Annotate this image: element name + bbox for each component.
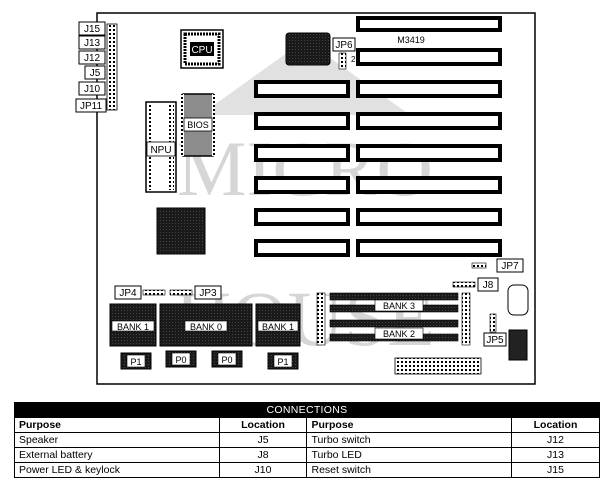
- bank1-right-label: BANK 1: [262, 322, 294, 332]
- location-cell: J13: [511, 447, 600, 463]
- table-row: External battery J8 Turbo LED J13: [14, 447, 600, 463]
- j8-label: J8: [483, 280, 494, 291]
- purpose-cell: Turbo switch: [306, 432, 512, 448]
- bios-chip: BIOS: [181, 93, 215, 157]
- purpose-cell: Reset switch: [306, 462, 512, 478]
- location-cell: J8: [218, 447, 308, 463]
- bank2-label: BANK 2: [383, 329, 415, 339]
- p1-left-label: P1: [130, 357, 141, 367]
- front-panel-header: [106, 23, 118, 111]
- jp6-label: JP6: [335, 40, 353, 51]
- npu-socket: NPU: [145, 101, 177, 193]
- j5-label: J5: [90, 68, 101, 79]
- jp7-label: JP7: [501, 261, 519, 272]
- connections-header-row: Purpose Location Purpose Location: [14, 417, 600, 433]
- table-row: Speaker J5 Turbo switch J12: [14, 432, 600, 448]
- p0-b-label: P0: [221, 355, 232, 365]
- location-cell: J15: [511, 462, 600, 478]
- bank0-label: BANK 0: [190, 322, 222, 332]
- location-header-left: Location: [218, 417, 308, 433]
- memory-banks-left: BANK 1 BANK 0 BANK 1: [109, 303, 301, 347]
- purpose-cell: Turbo LED: [306, 447, 512, 463]
- j15-label: J15: [84, 24, 101, 35]
- expansion-slots: [254, 16, 502, 257]
- purpose-cell: External battery: [14, 447, 220, 463]
- location-cell: J5: [218, 432, 308, 448]
- j10-label: J10: [84, 84, 101, 95]
- parity-chips: P1 P0 P0 P1: [120, 350, 299, 370]
- cpu-chip: CPU: [180, 29, 224, 69]
- purpose-header-right: Purpose: [306, 417, 512, 433]
- table-row: Power LED & keylock J10 Reset switch J15: [14, 462, 600, 478]
- jp7: JP7: [471, 258, 524, 273]
- connections-title: CONNECTIONS: [14, 402, 600, 418]
- location-header-right: Location: [511, 417, 600, 433]
- keyboard-connector: [508, 329, 528, 361]
- jp5-label: JP5: [486, 335, 504, 346]
- bios-label: BIOS: [187, 120, 209, 130]
- purpose-cell: Speaker: [14, 432, 220, 448]
- j8: J8: [452, 277, 499, 292]
- j13-label: J13: [84, 38, 101, 49]
- purpose-cell: Power LED & keylock: [14, 462, 220, 478]
- connections-table: CONNECTIONS Purpose Location Purpose Loc…: [14, 402, 600, 478]
- motherboard-diagram: MICRO HOUSE J15 J13 J12 J5 J10 JP11 CPU …: [75, 12, 536, 385]
- board-model: M3419: [397, 35, 425, 45]
- battery: [507, 284, 529, 316]
- p0-a-label: P0: [175, 355, 186, 365]
- location-cell: J10: [218, 462, 308, 478]
- jp5: JP5: [483, 313, 507, 347]
- jp4-label: JP4: [119, 288, 137, 299]
- j12-label: J12: [84, 53, 101, 64]
- bank1-left-label: BANK 1: [117, 322, 149, 332]
- chipset: [156, 207, 206, 255]
- jp4-jp3: JP4 JP3: [114, 285, 222, 300]
- bank3-label: BANK 3: [383, 301, 415, 311]
- jp6: JP6 2: [332, 37, 356, 70]
- controller-chip: [285, 32, 331, 66]
- power-connector: [394, 357, 482, 375]
- jp3-label: JP3: [199, 288, 217, 299]
- left-jumper-labels: J15 J13 J12 J5 J10 JP11: [75, 21, 107, 113]
- npu-label: NPU: [150, 145, 171, 156]
- watermark-line-1: MICRO: [177, 125, 433, 212]
- simm-banks: BANK 3 BANK 2: [316, 292, 471, 346]
- jp11-label: JP11: [80, 101, 102, 112]
- purpose-header-left: Purpose: [14, 417, 220, 433]
- jp6-pin-label: 2: [351, 55, 356, 64]
- cpu-label: CPU: [191, 45, 212, 56]
- p1-right-label: P1: [277, 357, 288, 367]
- location-cell: J12: [511, 432, 600, 448]
